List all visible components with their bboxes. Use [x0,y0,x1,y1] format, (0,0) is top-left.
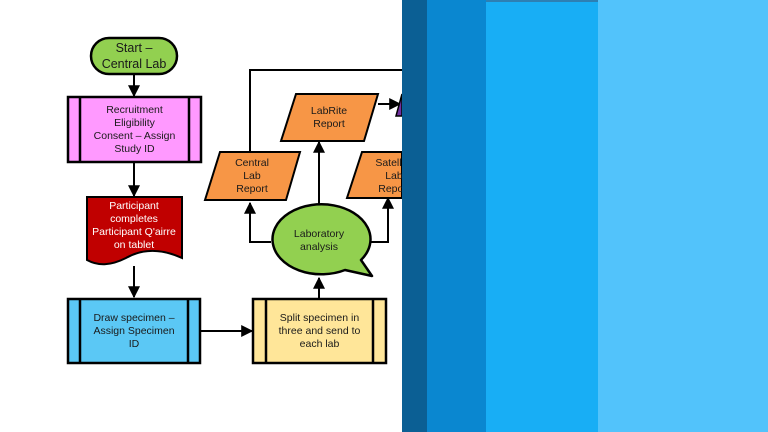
central-report-shape [203,151,302,201]
overlay-panel-2 [427,0,486,432]
arrow-analysis-to-satellite [369,196,394,243]
arrow-analysis-to-central [244,201,271,243]
laboratory-analysis-label: Laboratory analysis [293,228,345,253]
central-report-label: Central Lab Report [235,156,269,195]
overlay-panel-1 [402,0,427,432]
laboratory-analysis-shape [271,203,374,278]
overlay-panel-4 [598,0,768,432]
satellite-report-label: Satellite Lab Report [375,156,402,195]
questionnaire-label: Participant completes Participant Q'airr… [92,200,176,251]
labrite-report-shape [279,93,380,142]
draw-specimen-label: Draw specimen – Assign Specimen ID [93,311,175,350]
split-specimen-process [251,297,388,365]
loop-line-top [249,69,402,152]
questionnaire-document [86,196,183,266]
split-specimen-label: Split specimen in three and send to each… [278,311,361,350]
recruitment-process [66,95,203,164]
start-terminator [89,36,179,76]
start-label: Start – Central Lab [101,41,167,71]
labrite-report-label: LabRite Report [310,104,348,130]
recruitment-label: Recruitment Eligibility Consent – Assign… [93,103,176,155]
draw-specimen-process [66,297,202,365]
connectors [128,69,402,337]
overlay-panel-3 [486,0,598,432]
satellite-label-clip: Satellite Lab Report [355,152,402,200]
